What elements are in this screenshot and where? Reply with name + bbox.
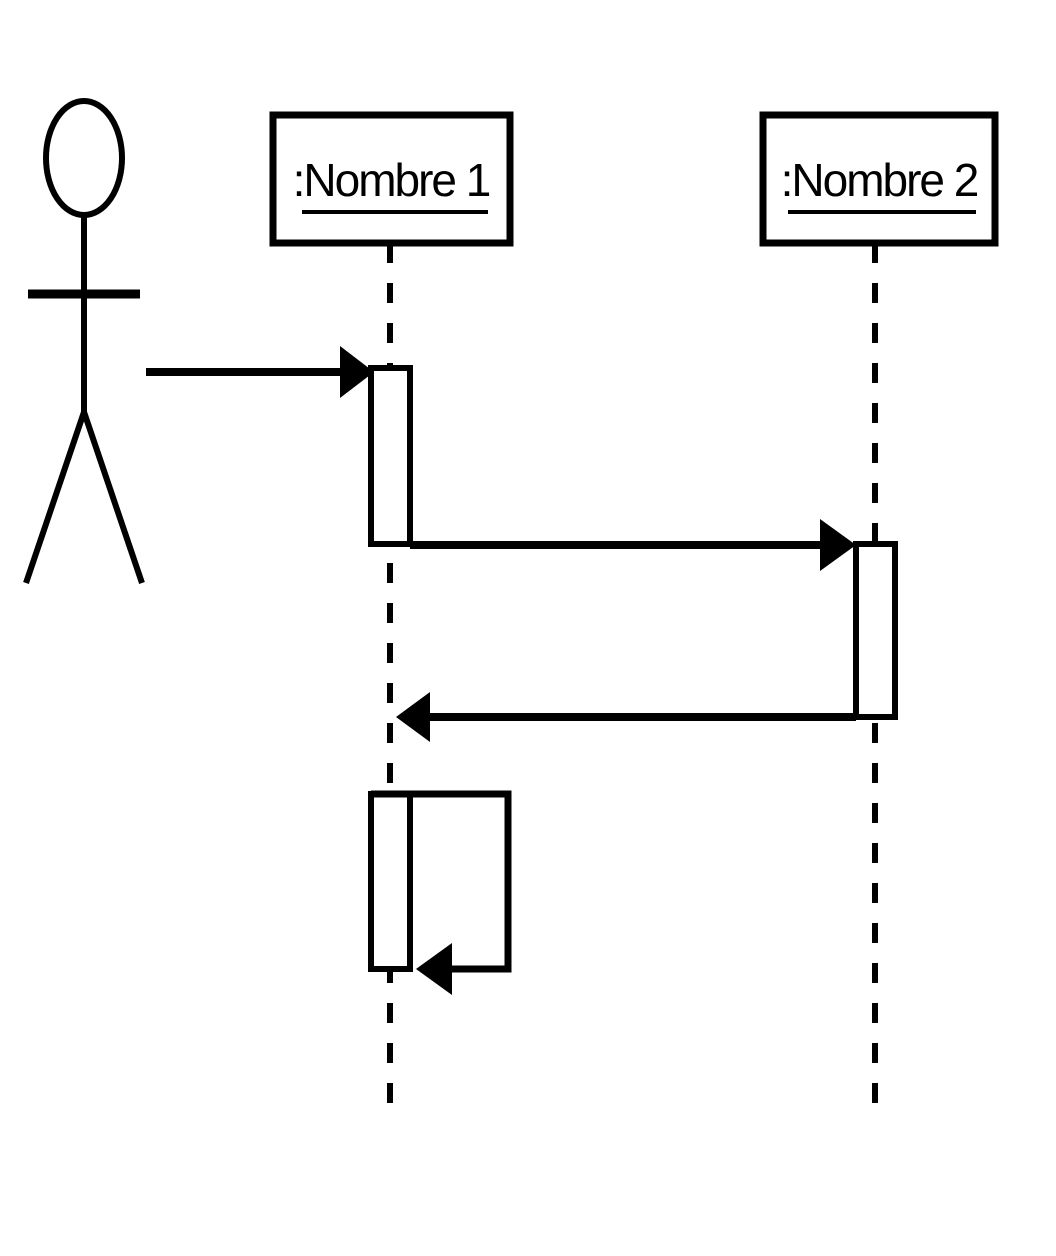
message-arrow-2: [410, 519, 856, 571]
activation-bar-1a: [368, 365, 413, 547]
activation-bar-2: [853, 541, 898, 720]
object-nombre-2: :Nombre 2: [759, 111, 999, 247]
actor-head: [43, 98, 125, 218]
message-arrow-3: [396, 692, 856, 742]
activation-bar-1b: [368, 791, 413, 972]
arrowhead-3: [396, 692, 430, 742]
message-arrow-self: [371, 790, 512, 995]
object-nombre-1: :Nombre 1: [269, 111, 514, 247]
actor: [23, 98, 145, 584]
actor-right-leg: [81, 411, 145, 584]
arrowhead-1: [340, 346, 374, 398]
object-label-2: :Nombre 2: [781, 154, 978, 206]
actor-left-leg: [23, 411, 87, 584]
arrowhead-self: [416, 943, 452, 995]
object-label-1: :Nombre 1: [293, 154, 490, 206]
arrowhead-2: [820, 519, 856, 571]
message-arrow-1: [146, 346, 374, 398]
object-box-2: [759, 111, 999, 247]
object-box-1: [269, 111, 514, 247]
